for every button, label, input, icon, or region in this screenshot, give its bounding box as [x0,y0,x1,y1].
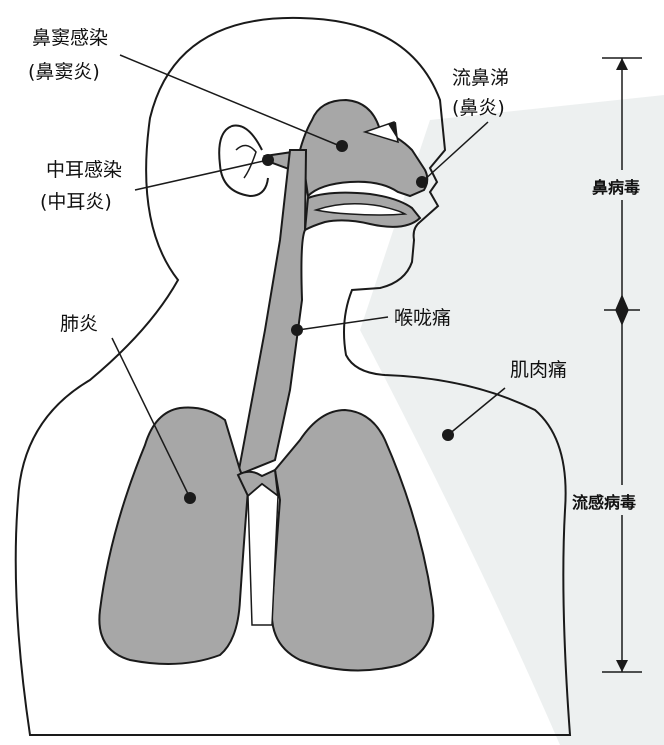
label-runny-nose: 流鼻涕 [452,67,509,89]
marker-pneumonia [184,492,196,504]
leader-ear [135,160,268,190]
leader-sinus [120,55,340,146]
bracket-top-arrow [616,58,628,70]
ear-canal [236,145,256,178]
label-ear-infection-sub: (中耳炎) [40,191,112,213]
label-runny-nose-sub: (鼻炎) [452,97,505,119]
right-lung [272,410,433,670]
marker-runny-nose [416,176,428,188]
marker-ear [262,154,274,166]
label-sinus-infection-sub: (鼻窦炎) [28,61,100,83]
marker-muscle [442,429,454,441]
label-sore-throat: 喉咙痛 [394,307,451,329]
label-lower-range: 流感病毒 [572,493,636,512]
trachea [238,150,306,475]
label-muscle-pain: 肌肉痛 [510,359,567,381]
marker-throat [291,324,303,336]
label-upper-range: 鼻病毒 [592,178,640,197]
label-pneumonia: 肺炎 [60,313,98,335]
marker-sinus [336,140,348,152]
left-lung [99,408,248,665]
ear-outline [219,126,268,197]
label-sinus-infection: 鼻窦感染 [32,27,108,49]
label-ear-infection: 中耳感染 [46,159,122,181]
carina-gap [248,484,278,625]
